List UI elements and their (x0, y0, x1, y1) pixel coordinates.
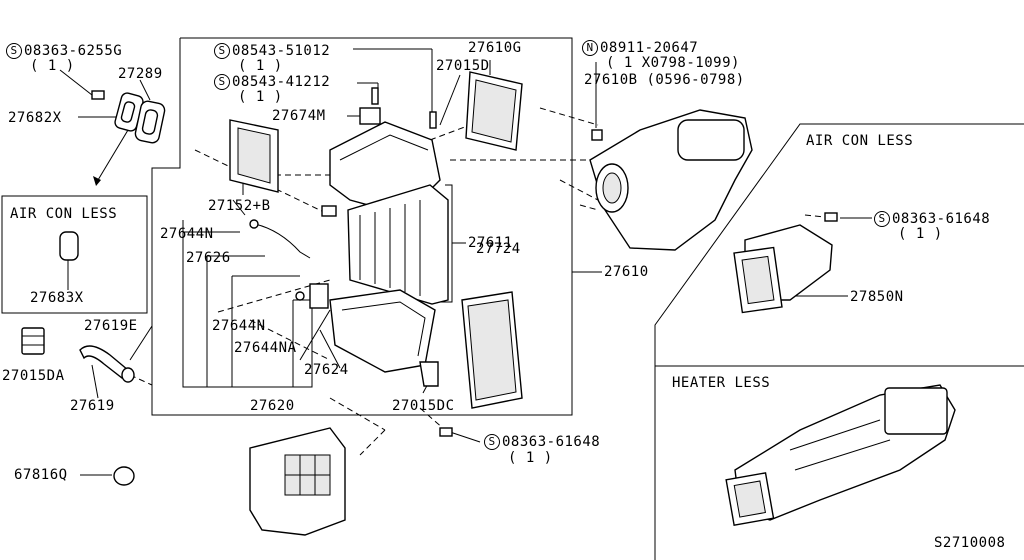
callout-08363-61648-b-qty: ( 1 ) (508, 450, 553, 466)
lower-case (329, 289, 436, 373)
callout-27015da: 27015DA (2, 368, 65, 384)
callout-08543-51012-qty: ( 1 ) (238, 58, 283, 74)
assembly-frame (151, 37, 573, 416)
callout-08363-61648-a-qty: ( 1 ) (898, 226, 943, 242)
bolt-08363-61648-b (439, 427, 453, 437)
callout-27644n-b: 27644N (212, 318, 266, 334)
air-con-less-box-left (1, 195, 148, 314)
clip-27015da (21, 327, 45, 355)
cap-67816q (113, 466, 135, 486)
callout-27620: 27620 (250, 398, 295, 414)
hose-27619 (79, 345, 129, 379)
callout-27619e: 27619E (84, 318, 138, 334)
callout-27015d: 27015D (436, 58, 490, 74)
callout-27683x: 27683X (30, 290, 84, 306)
callout-27611: 27611 (468, 235, 513, 251)
grommet-27619e (121, 367, 135, 383)
callout-27644n-a: 27644N (160, 226, 214, 242)
bolt-08363-61648-a (824, 212, 838, 222)
screw-08363-6255g (91, 90, 105, 100)
callout-08363-6255g-qty: ( 1 ) (30, 58, 75, 74)
callout-27674m: 27674M (272, 108, 326, 124)
evaporator-27611 (347, 184, 449, 305)
callout-67816q: 67816Q (14, 467, 68, 483)
valve-27624 (309, 283, 329, 309)
callout-27610: 27610 (604, 264, 649, 280)
callout-27682x: 27682X (8, 110, 62, 126)
callout-27152b: 27152+B (208, 198, 271, 214)
air-con-less-title-right: AIR CON LESS (806, 133, 914, 149)
drawing-number: S2710008 (934, 535, 1006, 551)
right-panel-border (654, 123, 1024, 560)
callout-27644na: 27644NA (234, 340, 297, 356)
callout-27626: 27626 (186, 250, 231, 266)
plug-27683x (59, 231, 79, 261)
callout-27724-label: 27724 (476, 241, 521, 257)
callout-27015dc: 27015DC (392, 398, 455, 414)
callout-27619: 27619 (70, 398, 115, 414)
callout-08543-41212-qty: ( 1 ) (238, 89, 283, 105)
callout-27624: 27624 (304, 362, 349, 378)
callout-27289: 27289 (118, 66, 163, 82)
heater-less-title: HEATER LESS (672, 375, 771, 391)
clip-27015dc (419, 361, 439, 387)
air-con-less-title-left: AIR CON LESS (10, 206, 118, 222)
callout-27850n: 27850N (850, 289, 904, 305)
callout-27610b: 27610B (0596-0798) (584, 72, 745, 88)
callout-27610g: 27610G (468, 40, 522, 56)
clip-27674m (359, 107, 381, 125)
callout-08911-20647-qty: ( 1 X0798-1099) (606, 55, 740, 71)
